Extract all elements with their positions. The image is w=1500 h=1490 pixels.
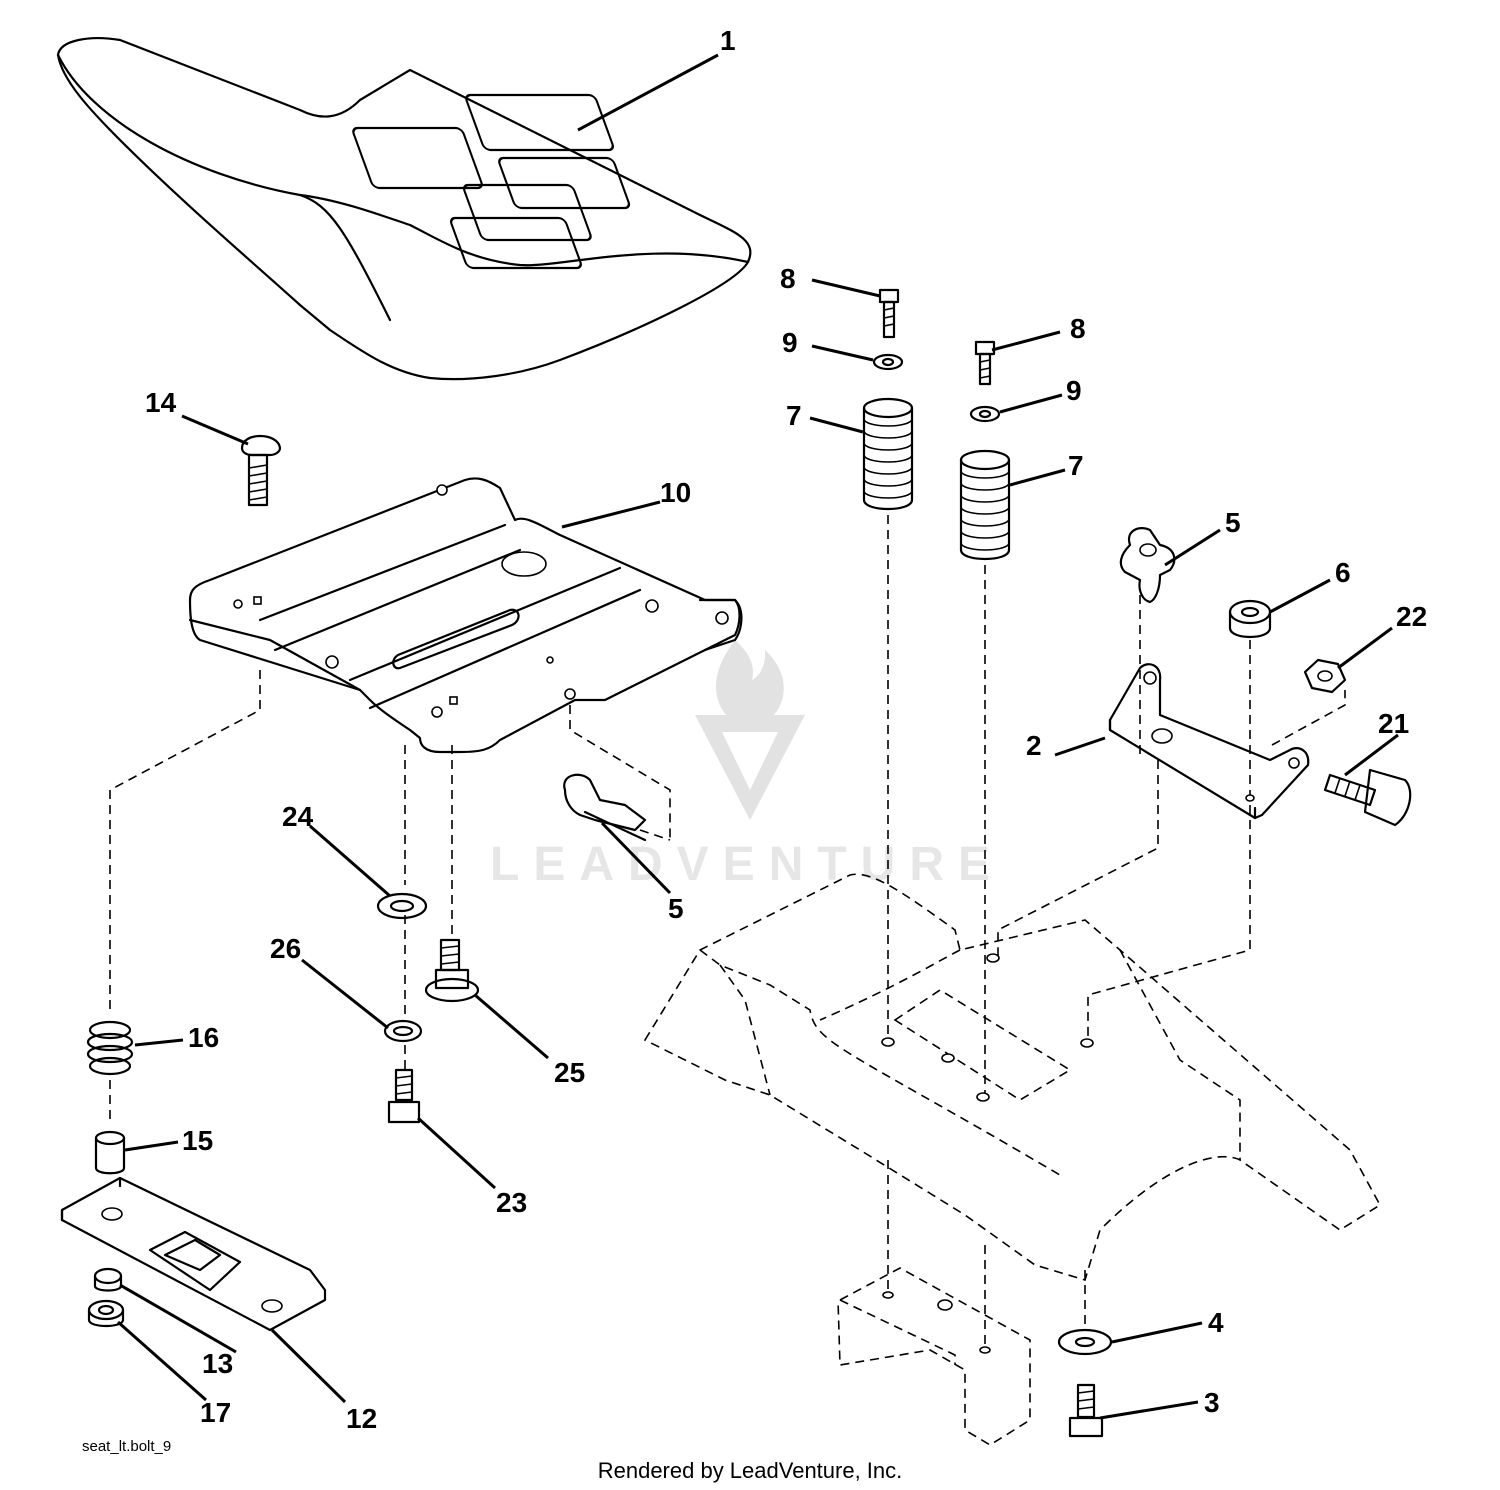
callout-24: 24 [282, 801, 314, 832]
callout-10: 10 [660, 477, 691, 508]
leader-lines [117, 53, 1399, 1420]
shoulder-bolt-part [424, 938, 480, 1003]
callout-8-left: 8 [780, 263, 796, 294]
hex-nut-part [1303, 658, 1347, 694]
callout-4: 4 [1208, 1307, 1224, 1338]
drawing-id: seat_lt.bolt_9 [82, 1438, 172, 1455]
fender-part [643, 873, 1382, 1281]
seat-washer-left-part [872, 353, 904, 371]
callout-6: 6 [1335, 557, 1351, 588]
callout-9-left: 9 [782, 327, 798, 358]
callout-14: 14 [145, 387, 177, 418]
frame-bolt-part [1068, 1383, 1104, 1438]
seat-spring-right-part [959, 449, 1011, 560]
credit-text: Rendered by LeadVenture, Inc. [597, 1458, 903, 1483]
lock-washer-part [383, 1019, 423, 1043]
callout-12: 12 [346, 1403, 377, 1434]
spacer-part [94, 1130, 126, 1175]
seat-bracket-part [1108, 663, 1310, 820]
callout-3: 3 [1204, 1387, 1220, 1418]
seat-washer-right-part [969, 405, 1001, 423]
callout-23: 23 [496, 1187, 527, 1218]
seat-clip-part [563, 773, 647, 842]
seat-spring-left-part [862, 397, 914, 510]
flat-washer-part [376, 892, 428, 920]
lock-nut-part [1228, 599, 1272, 639]
callout-2: 2 [1026, 730, 1042, 761]
callout-9-right: 9 [1066, 375, 1082, 406]
flange-nut-17-part [87, 1299, 125, 1328]
callout-15: 15 [182, 1125, 213, 1156]
slide-bracket-part [60, 1176, 327, 1332]
seat-bolt-right-part [974, 340, 996, 386]
small-spring-part [86, 1020, 134, 1076]
flange-nut-13-part [93, 1267, 123, 1292]
callout-16: 16 [188, 1022, 219, 1053]
callout-8-right: 8 [1070, 313, 1086, 344]
assembly-lines-right [887, 515, 1346, 1345]
seat-part [56, 37, 752, 381]
callout-5-left: 5 [668, 893, 684, 924]
seat-pan-part [188, 477, 743, 754]
frame-bracket-part [837, 1267, 1031, 1446]
callout-7-right: 7 [1068, 450, 1084, 481]
callout-17: 17 [200, 1397, 231, 1428]
callout-1: 1 [720, 25, 736, 56]
callout-21: 21 [1378, 708, 1409, 739]
seat-bolt-left-part [878, 288, 900, 339]
flange-washer-part [1057, 1328, 1113, 1356]
callout-numbers: 1 2 3 4 5 5 6 7 7 8 8 9 9 10 12 13 14 15… [145, 25, 1427, 1434]
callout-26: 26 [270, 933, 301, 964]
watermark-logo [695, 640, 805, 820]
assembly-lines-left [109, 670, 671, 1120]
callout-5-right: 5 [1225, 507, 1241, 538]
callout-22: 22 [1396, 601, 1427, 632]
hex-bolt-part [387, 1068, 421, 1124]
flange-bolt-part [1323, 768, 1412, 827]
callout-25: 25 [554, 1057, 585, 1088]
watermark-text: LEADVENTURE [490, 838, 1004, 891]
callout-13: 13 [202, 1348, 233, 1379]
carriage-bolt-part [240, 435, 282, 507]
bracket-clip-part [1119, 527, 1176, 604]
callout-7-left: 7 [786, 400, 802, 431]
